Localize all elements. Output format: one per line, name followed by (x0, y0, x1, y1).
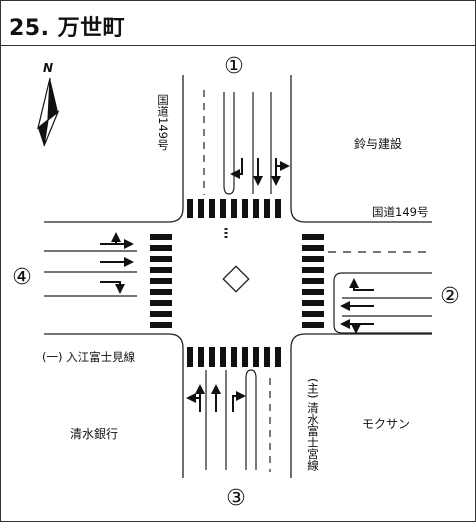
approach-label-north: ① (224, 54, 244, 79)
page-title: 25. 万世町 (9, 16, 126, 41)
title-bar: 25. 万世町 (1, 1, 475, 46)
north-lane-arrows (230, 158, 290, 186)
road-edge-ne (290, 75, 432, 223)
crosswalk-south (187, 347, 281, 367)
north-label: N (43, 61, 53, 75)
road-label-north: 国道149号 (156, 94, 170, 151)
center-diamond-marking (222, 265, 250, 293)
west-lane-arrows (100, 232, 134, 294)
landmark-southeast: モクサン (362, 417, 410, 431)
road-label-east: 国道149号 (372, 205, 428, 219)
crosswalk-west (150, 234, 172, 328)
landmark-southwest: 清水銀行 (70, 427, 118, 441)
road-edge-sw (44, 333, 184, 478)
west-lane-lines (44, 250, 137, 297)
approach-label-west: ④ (12, 265, 32, 290)
south-lane-arrows (186, 384, 246, 412)
crosswalk-east (302, 234, 324, 328)
road-label-west: (一) 入江富士見線 (42, 350, 136, 364)
road-edge-nw (44, 75, 184, 223)
south-lane-lines (205, 369, 271, 472)
road-edges (44, 75, 432, 478)
approach-label-south: ③ (226, 486, 246, 511)
landmark-northeast: 鈴与建設 (354, 136, 402, 151)
east-lane-lines (328, 251, 432, 334)
road-label-south: (主) 清水富士宮線 (306, 378, 320, 471)
north-arrow-icon: N (37, 61, 60, 147)
road-edge-se (290, 333, 432, 478)
approach-label-east: ② (440, 284, 460, 309)
crosswalk-north (187, 199, 281, 218)
east-lane-arrows (340, 278, 374, 334)
